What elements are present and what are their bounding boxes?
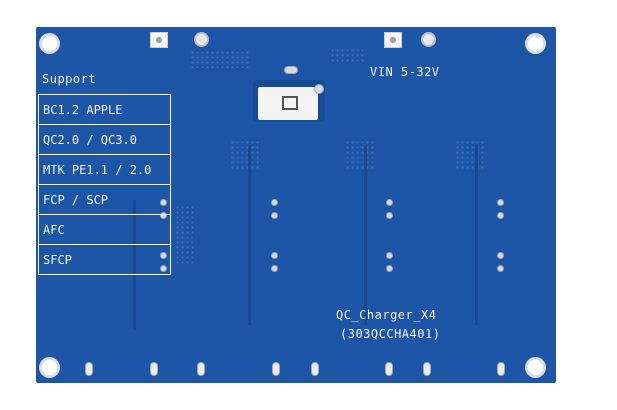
trace-4 — [475, 145, 478, 325]
via-field-top — [190, 50, 250, 68]
mounting-hole-top-left — [42, 36, 57, 51]
via-field-mid-1 — [230, 140, 260, 170]
trace-3 — [364, 145, 367, 325]
model-name: QC_Charger_X4 — [336, 308, 437, 322]
support-title: Support — [42, 72, 97, 86]
port-via — [160, 212, 167, 219]
port-via — [386, 199, 393, 206]
port-via — [497, 199, 504, 206]
via-field-top-right — [330, 48, 365, 64]
mounting-hole-bottom-left — [42, 360, 57, 375]
via-field-mid-2 — [345, 140, 375, 170]
support-item: FCP / SCP — [39, 185, 170, 215]
usb-slot — [272, 362, 280, 376]
usb-slot — [197, 362, 205, 376]
port-via — [160, 265, 167, 272]
usb-slot — [311, 362, 319, 376]
model-code: (303QCCHA401) — [340, 327, 441, 341]
trace-2 — [248, 145, 251, 325]
port-via — [271, 199, 278, 206]
port-via — [386, 212, 393, 219]
usb-slot — [385, 362, 393, 376]
port-via — [160, 199, 167, 206]
port-via — [271, 252, 278, 259]
support-item: SFCP — [43, 253, 72, 267]
support-item: AFC — [39, 215, 170, 245]
crystal-pad — [284, 66, 298, 74]
usb-slot — [497, 362, 505, 376]
usb-slot — [423, 362, 431, 376]
port-via — [386, 252, 393, 259]
mounting-hole-bottom-right — [528, 360, 543, 375]
port-via — [386, 265, 393, 272]
support-table: BC1.2 APPLE QC2.0 / QC3.0 MTK PE1.1 / 2.… — [38, 94, 171, 275]
vin-label: VIN 5-32V — [370, 65, 440, 79]
support-item: BC1.2 APPLE — [39, 95, 170, 125]
port-via — [497, 265, 504, 272]
via-field-mid-3 — [455, 140, 485, 170]
port-via — [271, 212, 278, 219]
support-item: QC2.0 / QC3.0 — [39, 125, 170, 155]
mounting-hole-top-right — [528, 36, 543, 51]
input-pad-square-2 — [384, 32, 402, 48]
port-via — [271, 265, 278, 272]
capacitor-pad — [314, 84, 324, 94]
trace-1 — [133, 200, 136, 330]
port-via — [497, 212, 504, 219]
usb-slot — [150, 362, 158, 376]
via-field-left — [175, 205, 195, 265]
port-via — [160, 252, 167, 259]
input-pad-round-1 — [194, 32, 209, 47]
regulator-label — [258, 87, 318, 120]
input-pad-square-1 — [150, 32, 168, 48]
support-item: MTK PE1.1 / 2.0 — [39, 155, 170, 185]
port-via — [497, 252, 504, 259]
input-pad-round-2 — [421, 32, 436, 47]
usb-slot — [85, 362, 93, 376]
regulator-chip — [282, 96, 298, 110]
